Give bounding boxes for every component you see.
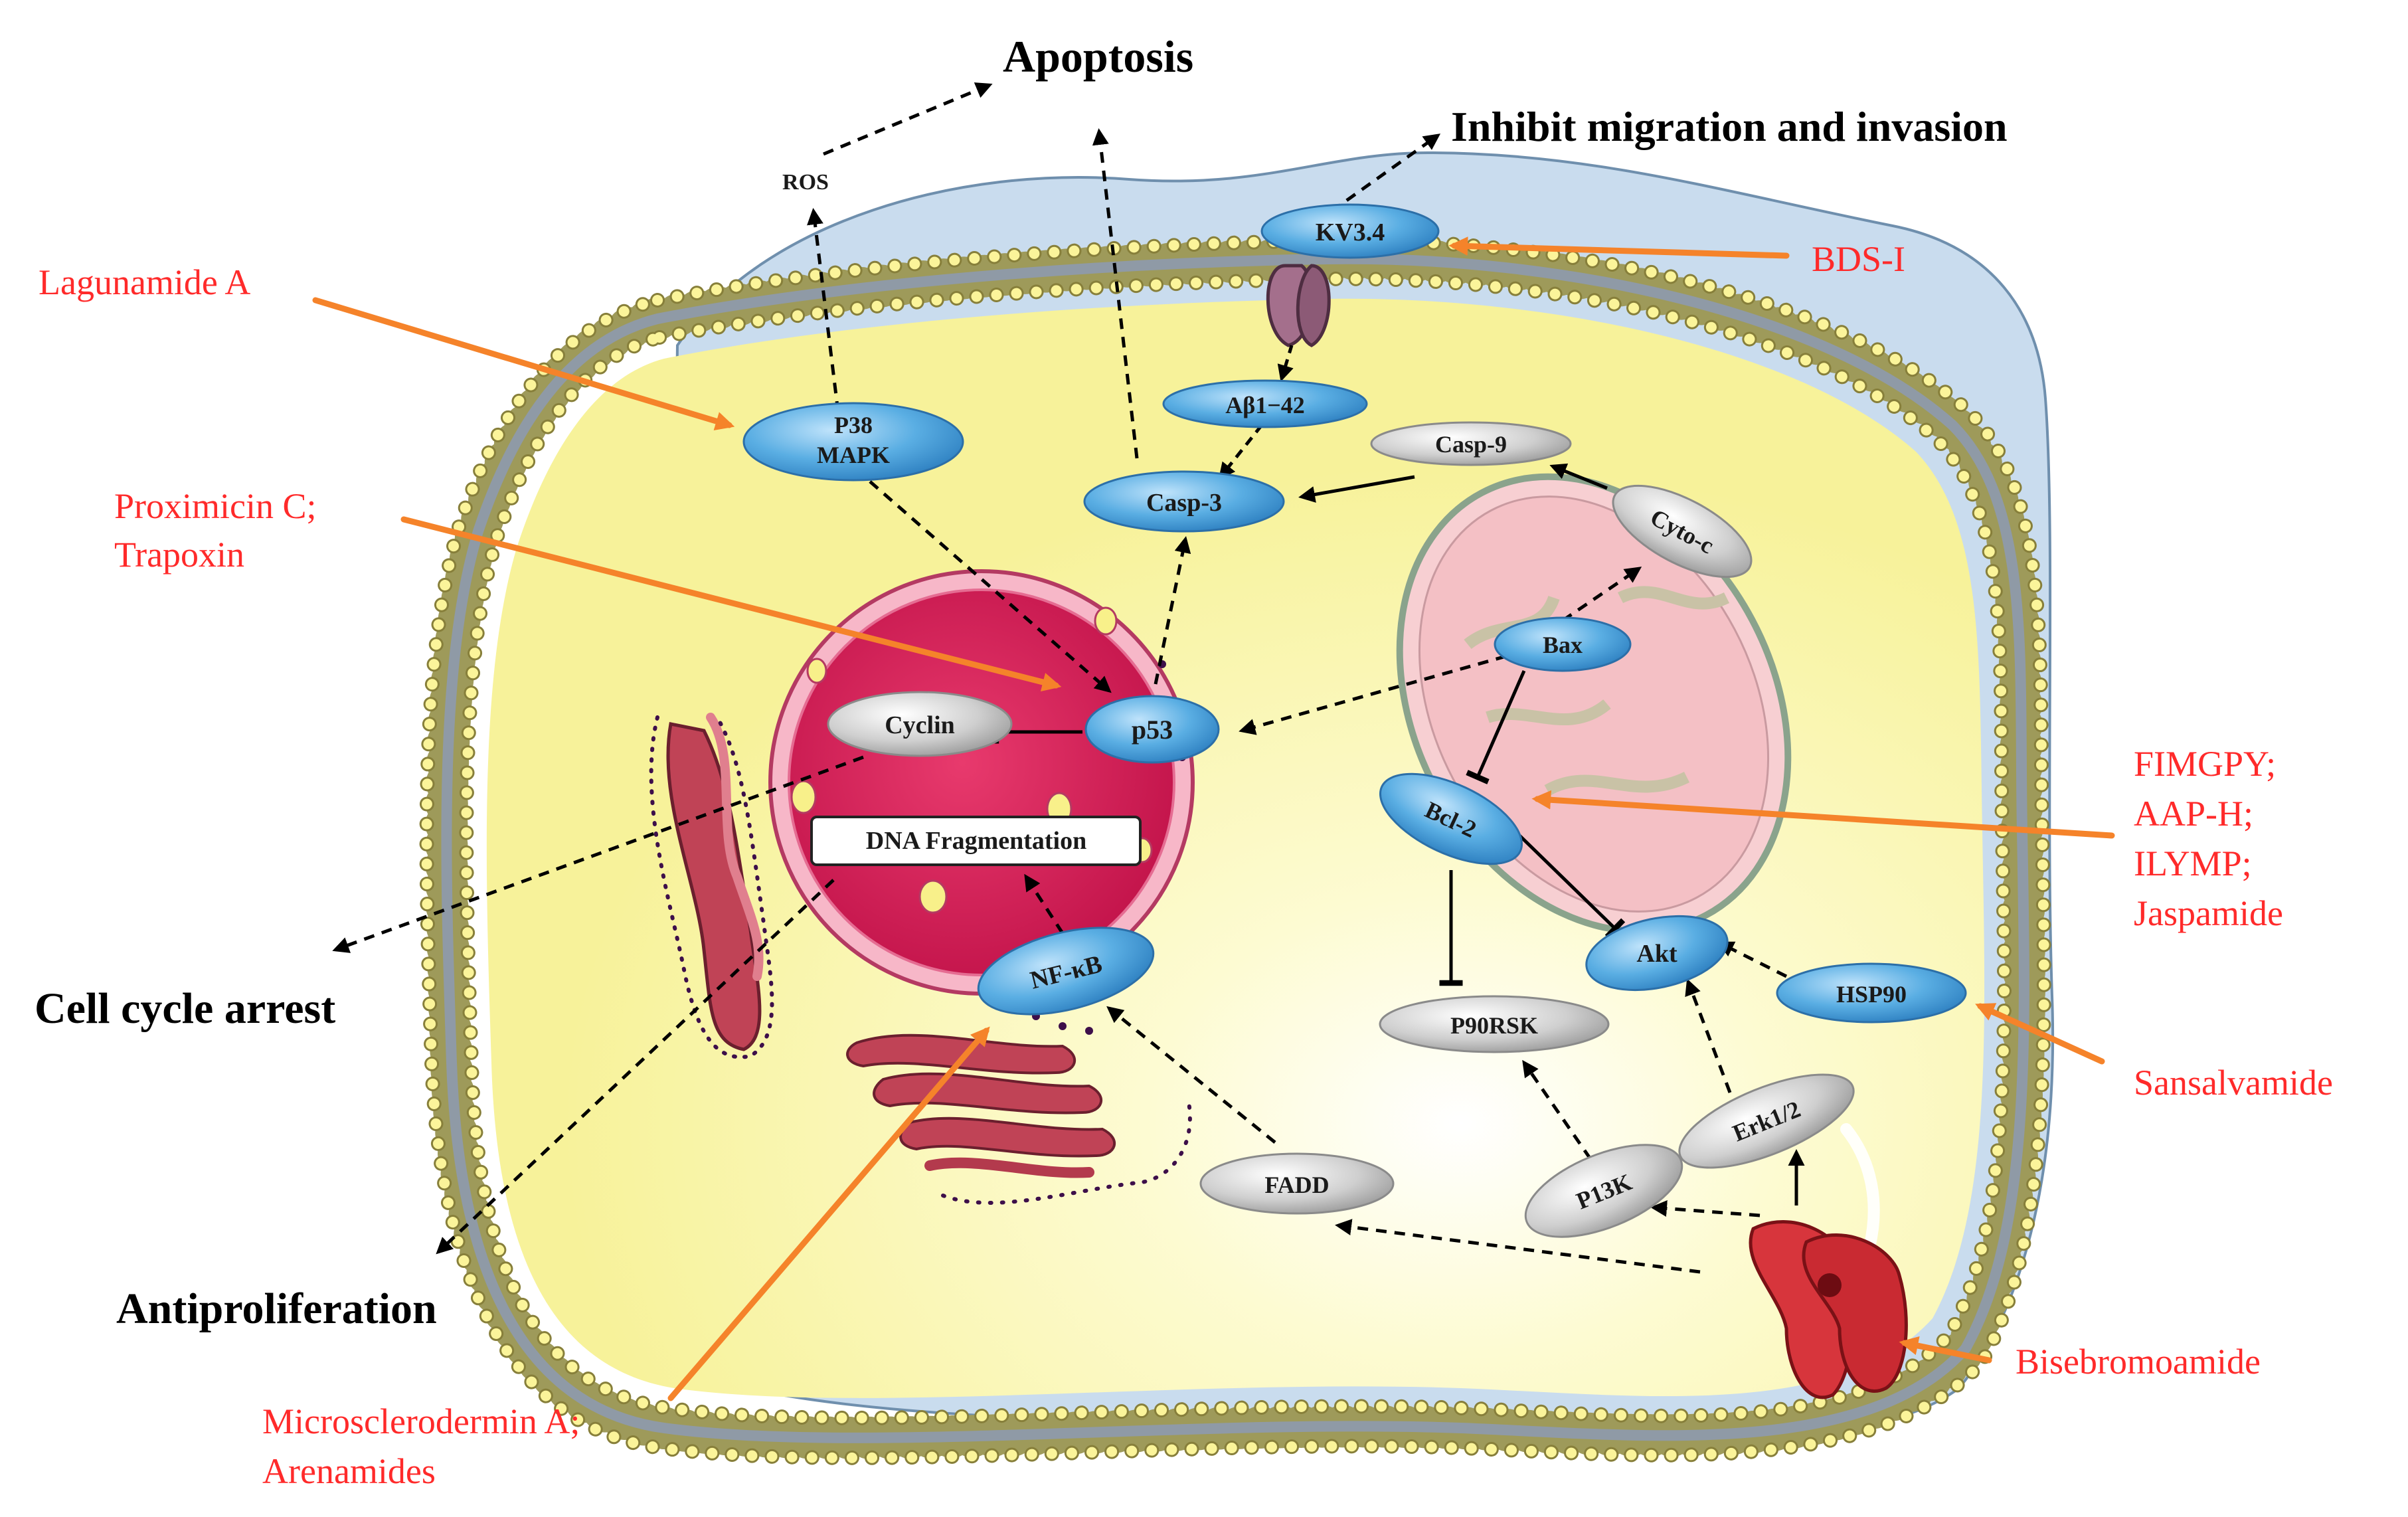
node-bax-label: Bax: [1543, 632, 1583, 658]
node-dna-fragmentation: DNA Fragmentation: [810, 816, 1142, 866]
compound-sansalvamide: Sansalvamide: [2134, 1063, 2333, 1103]
golgi-apparatus: [846, 1033, 1192, 1205]
node-kv34: KV3.4: [1260, 203, 1440, 259]
node-casp3-label: Casp-3: [1146, 489, 1222, 517]
endoplasmic-reticulum: [649, 713, 774, 1059]
node-p53: p53: [1084, 695, 1220, 764]
compound-arrows: [312, 236, 2115, 1401]
node-cyclin-label: Cyclin: [885, 711, 955, 739]
node-akt: Akt: [1585, 915, 1729, 992]
compound-arenamides: Arenamides: [262, 1451, 436, 1491]
compound-ilymp: ILYMP;: [2134, 844, 2252, 883]
compound-jaspamide: Jaspamide: [2134, 893, 2283, 933]
outcome-antiproliferation: Antiproliferation: [116, 1285, 437, 1333]
node-bcl2: Bcl-2: [1379, 772, 1523, 865]
outcome-cell-cycle-arrest: Cell cycle arrest: [35, 984, 335, 1033]
node-erk: Erk1/2: [1678, 1073, 1855, 1169]
node-p90rsk-label: P90RSK: [1450, 1012, 1538, 1039]
compound-proximicin: Proximicin C;: [114, 486, 317, 526]
node-abeta-label: Aβ1−42: [1225, 392, 1304, 418]
node-p38-label: P38: [834, 412, 873, 438]
node-dna-label: DNA Fragmentation: [866, 827, 1086, 855]
node-nfkb: NF-κB: [977, 927, 1155, 1016]
node-p90rsk: P90RSK: [1379, 995, 1610, 1053]
compound-trapoxin: Trapoxin: [114, 535, 244, 575]
compound-aaph: AAP-H;: [2134, 794, 2253, 834]
node-p53-label: p53: [1132, 715, 1173, 745]
node-kv34-label: KV3.4: [1316, 219, 1385, 246]
node-mapk-label: MAPK: [817, 442, 890, 468]
membrane-receptor: [1749, 1220, 1908, 1399]
node-fadd: FADD: [1199, 1152, 1395, 1215]
node-casp9: Casp-9: [1370, 421, 1572, 466]
ros-label: ROS: [782, 170, 829, 195]
node-hsp90-label: HSP90: [1836, 981, 1907, 1008]
node-casp3: Casp-3: [1083, 470, 1285, 533]
pathway-arrows: [332, 82, 1805, 1274]
node-fadd-label: FADD: [1264, 1172, 1329, 1198]
compound-bisebromoamide: Bisebromoamide: [2016, 1342, 2261, 1382]
compound-microsclerodermin: Microsclerodermin A;: [262, 1401, 580, 1441]
node-cyclin: Cyclin: [827, 691, 1013, 757]
nucleus: [768, 569, 1195, 1035]
compound-bds-i: BDS-I: [1812, 239, 1905, 279]
kv34-channel: [1266, 264, 1331, 347]
node-cytoc: Cyto-c: [1612, 484, 1753, 579]
node-akt-label: Akt: [1636, 940, 1677, 968]
compound-lagunamide: Lagunamide A: [39, 262, 250, 302]
node-hsp90: HSP90: [1776, 962, 1967, 1024]
node-abeta: Aβ1−42: [1162, 379, 1368, 428]
node-bax: Bax: [1494, 616, 1632, 672]
node-p38-mapk: P38 MAPK: [742, 402, 964, 482]
compound-fimgpy: FIMGPY;: [2134, 744, 2276, 784]
outcome-apoptosis: Apoptosis: [1003, 31, 1193, 82]
node-casp9-label: Casp-9: [1435, 431, 1507, 458]
outcome-migration: Inhibit migration and invasion: [1451, 103, 2008, 150]
node-pi3k: P13K: [1524, 1144, 1683, 1238]
